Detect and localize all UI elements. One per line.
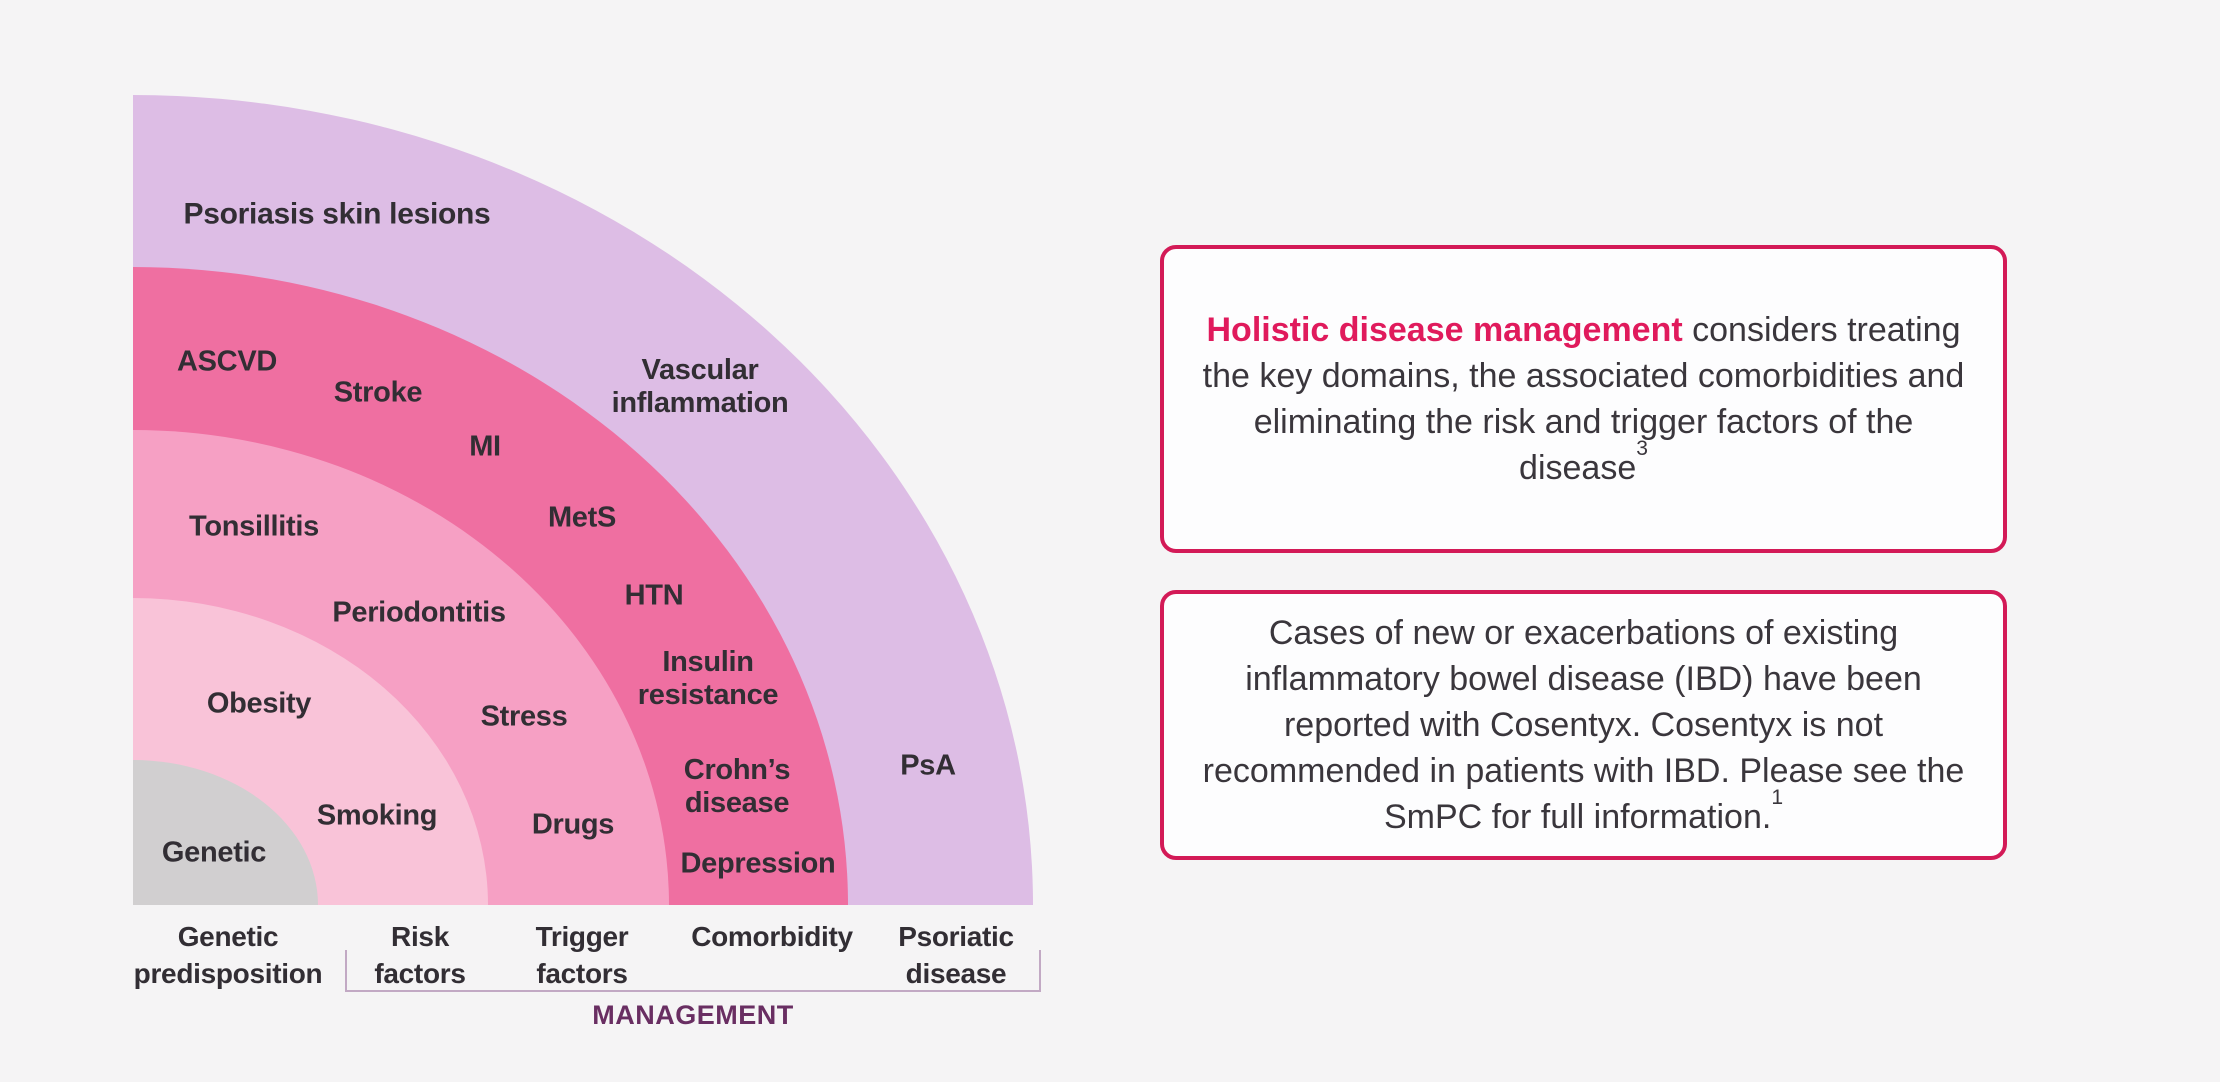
management-label: MANAGEMENT xyxy=(592,1000,794,1030)
label-stress: Stress xyxy=(480,700,568,733)
callout-ibd-text: Cases of new or exacerbations of existin… xyxy=(1194,610,1974,840)
ring-genetic xyxy=(133,760,318,905)
label-genetic: Genetic xyxy=(161,836,267,869)
axis-psoriatic-disease: Psoriatic disease xyxy=(898,921,1014,989)
onion-ring-diagram xyxy=(133,95,1033,905)
label-obesity: Obesity xyxy=(206,687,312,720)
axis-genetic-predisposition: Genetic predisposition xyxy=(133,921,323,989)
reference-superscript-3: 3 xyxy=(1636,437,1648,461)
axis-comorbidity: Comorbidity xyxy=(691,921,853,952)
label-vascular-inflammation: Vascular inflammation xyxy=(611,354,789,419)
label-stroke: Stroke xyxy=(333,376,423,409)
label-mi: MI xyxy=(469,430,501,463)
axis-trigger-factors: Trigger factors xyxy=(535,921,629,989)
label-depression: Depression xyxy=(680,847,836,880)
label-psa: PsA xyxy=(900,749,956,782)
label-ascvd: ASCVD xyxy=(176,345,278,378)
label-smoking: Smoking xyxy=(316,799,438,832)
callout-holistic-management: Holistic disease management considers tr… xyxy=(1160,245,2007,553)
callout-holistic-text: Holistic disease management considers tr… xyxy=(1194,307,1974,491)
label-drugs: Drugs xyxy=(531,808,615,841)
label-insulin-resistance: Insulin resistance xyxy=(637,646,779,711)
management-bracket xyxy=(345,950,1041,992)
label-mets: MetS xyxy=(547,501,617,534)
callout-holistic-bold-text: Holistic disease management xyxy=(1206,311,1683,349)
axis-risk-factors: Risk factors xyxy=(374,921,466,989)
label-psoriasis-skin-lesions: Psoriasis skin lesions xyxy=(183,197,491,231)
callout-holistic-body-text: considers treating the key domains, the … xyxy=(1202,311,1965,487)
reference-superscript-1: 1 xyxy=(1771,786,1784,810)
callout-ibd-body-text: Cases of new or exacerbations of existin… xyxy=(1202,614,1965,836)
label-crohns-disease: Crohn’s disease xyxy=(683,754,791,819)
label-periodontitis: Periodontitis xyxy=(332,596,506,629)
label-tonsillitis: Tonsillitis xyxy=(189,510,319,543)
label-htn: HTN xyxy=(624,579,684,612)
callout-ibd-warning: Cases of new or exacerbations of existin… xyxy=(1160,590,2007,860)
